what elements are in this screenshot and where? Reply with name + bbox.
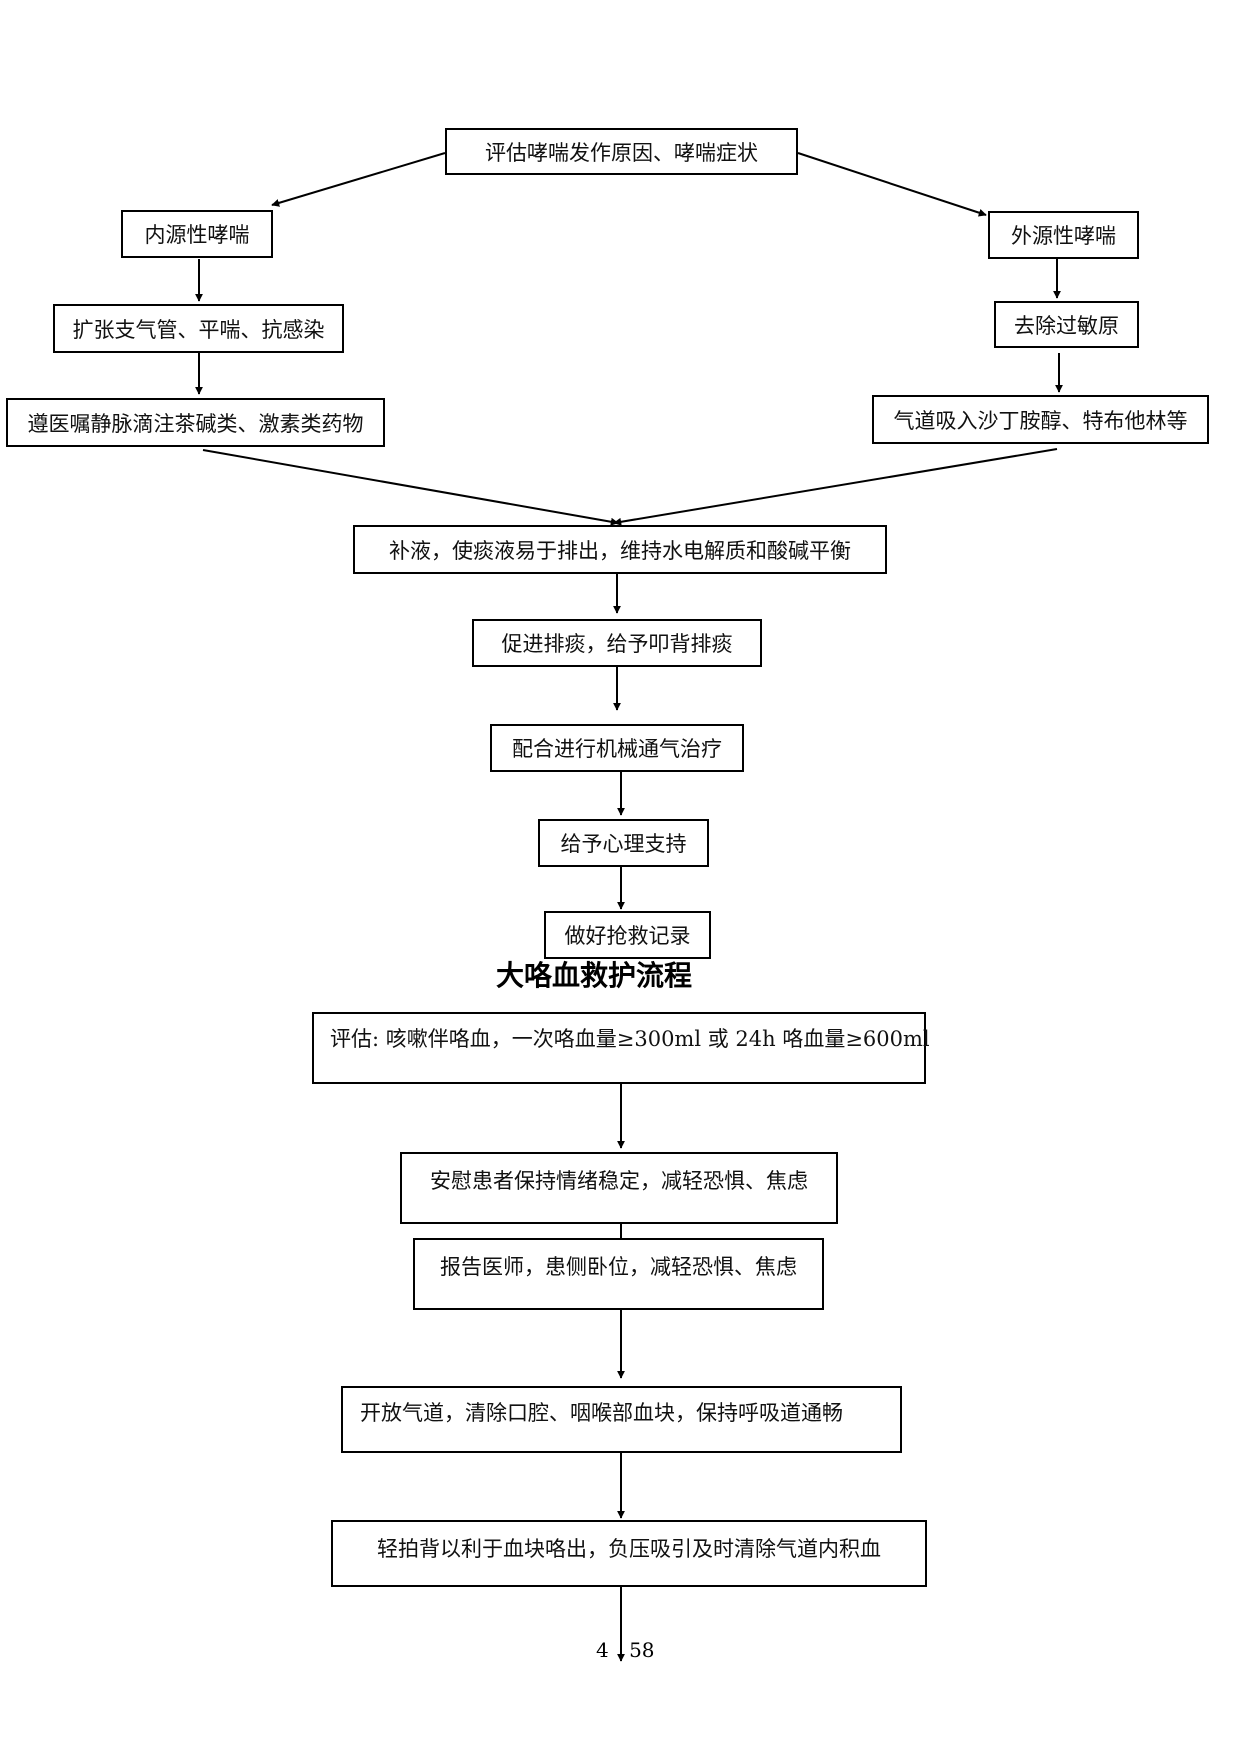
arrow-inhale-to-fluids [613, 448, 1058, 526]
dilate-bronchi-box: 扩张支气管、平喘、抗感染 [53, 304, 344, 353]
internal-asthma-box: 内源性哮喘 [121, 210, 273, 258]
ventilation-box: 配合进行机械通气治疗 [490, 724, 744, 772]
inhale-meds-label: 气道吸入沙丁胺醇、特布他林等 [893, 408, 1188, 433]
dilate-bronchi-label: 扩张支气管、平喘、抗感染 [72, 317, 325, 342]
record-box: 做好抢救记录 [544, 911, 711, 959]
pat-back-label: 轻拍背以利于血块咯出，负压吸引及时清除气道内积血 [377, 1537, 881, 1561]
hemoptysis-assess-box: 评估: 咳嗽伴咯血，一次咯血量≥300ml 或 24h 咯血量≥600ml [312, 1012, 930, 1084]
inhale-meds-box: 气道吸入沙丁胺醇、特布他林等 [872, 395, 1209, 444]
arrow-ivmeds-to-fluids [202, 449, 619, 526]
report-box: 报告医师，患侧卧位，减轻恐惧、焦虑 [413, 1238, 824, 1310]
psych-support-label: 给予心理支持 [560, 832, 687, 856]
hemoptysis-assess-label: 评估: 咳嗽伴咯血，一次咯血量≥300ml 或 24h 咯血量≥600ml [330, 1027, 930, 1051]
pat-back-box: 轻拍背以利于血块咯出，负压吸引及时清除气道内积血 [331, 1520, 927, 1587]
sputum-box: 促进排痰，给予叩背排痰 [472, 619, 762, 667]
airway-label: 开放气道，清除口腔、咽喉部血块，保持呼吸道通畅 [360, 1401, 843, 1425]
arrow-assess-to-internal [271, 152, 446, 207]
psych-support-box: 给予心理支持 [538, 819, 709, 867]
remove-allergen-box: 去除过敏原 [994, 301, 1139, 348]
external-asthma-label: 外源性哮喘 [1011, 224, 1116, 248]
ventilation-label: 配合进行机械通气治疗 [512, 737, 722, 761]
assess-asthma-label: 评估哮喘发作原因、哮喘症状 [485, 140, 758, 165]
comfort-box: 安慰患者保持情绪稳定，减轻恐惧、焦虑 [400, 1152, 838, 1224]
sputum-label: 促进排痰，给予叩背排痰 [501, 632, 733, 656]
record-label: 做好抢救记录 [564, 924, 691, 948]
fluids-label: 补液，使痰液易于排出，维持水电解质和酸碱平衡 [389, 538, 851, 563]
internal-asthma-label: 内源性哮喘 [144, 223, 250, 247]
external-asthma-box: 外源性哮喘 [988, 211, 1139, 259]
arrow-assess-to-external [797, 152, 987, 217]
assess-asthma-box: 评估哮喘发作原因、哮喘症状 [445, 128, 798, 175]
fluids-box: 补液，使痰液易于排出，维持水电解质和酸碱平衡 [353, 525, 887, 574]
iv-meds-label: 遵医嘱静脉滴注茶碱类、激素类药物 [27, 411, 364, 436]
airway-box: 开放气道，清除口腔、咽喉部血块，保持呼吸道通畅 [341, 1386, 902, 1453]
comfort-label: 安慰患者保持情绪稳定，减轻恐惧、焦虑 [430, 1169, 808, 1193]
iv-meds-box: 遵医嘱静脉滴注茶碱类、激素类药物 [6, 398, 385, 447]
page-number: 4 58 [596, 1638, 655, 1662]
hemoptysis-title: 大咯血救护流程 [496, 959, 693, 992]
remove-allergen-label: 去除过敏原 [1014, 313, 1119, 338]
report-label: 报告医师，患侧卧位，减轻恐惧、焦虑 [440, 1255, 797, 1279]
